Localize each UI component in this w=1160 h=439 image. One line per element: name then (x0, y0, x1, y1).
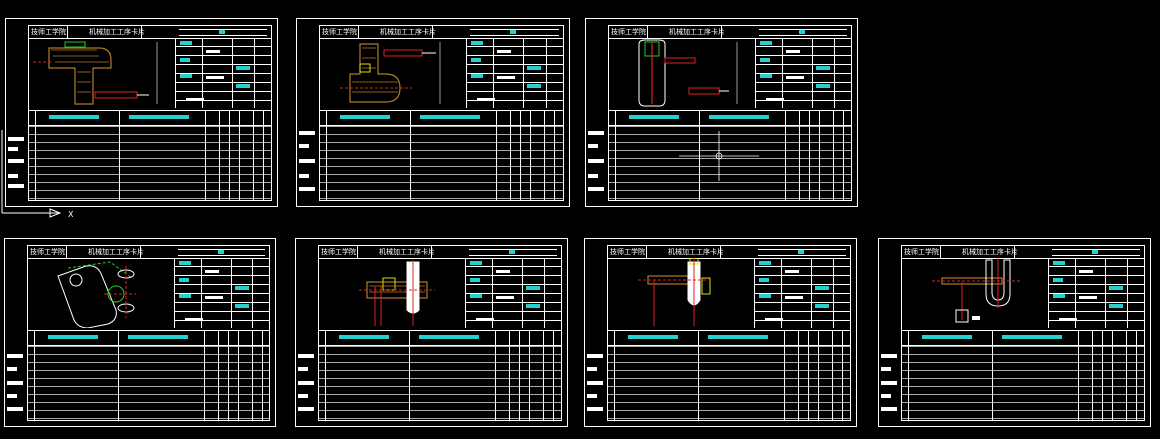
school-name: 技师工学院 (904, 248, 939, 256)
process-table (28, 330, 269, 420)
spec-panel (174, 258, 269, 328)
crosshair-cursor (679, 131, 759, 181)
side-block (299, 174, 309, 178)
school-name: 技师工学院 (610, 248, 645, 256)
school-name: 技师工学院 (321, 248, 356, 256)
process-table (608, 330, 850, 420)
spec-panel (175, 38, 271, 108)
ucs-x-label: X (68, 210, 74, 219)
process-card-4[interactable]: 技师工学院 机械加工工序卡片 (4, 238, 276, 427)
ucs-icon: X (1, 130, 74, 219)
card-title: 机械加工工序卡片 (89, 28, 145, 36)
side-block (8, 147, 18, 151)
card-title-bar: 技师工学院 机械加工工序卡片 (902, 246, 1144, 259)
side-block (881, 381, 897, 385)
spec-panel (465, 258, 561, 328)
school-name: 技师工学院 (30, 248, 65, 256)
side-block (298, 381, 314, 385)
side-block (881, 394, 891, 398)
process-card-6[interactable]: 技师工学院 机械加工工序卡片 (584, 238, 857, 427)
card-title: 机械加工工序卡片 (379, 248, 435, 256)
side-block (588, 159, 604, 163)
spec-panel (466, 38, 563, 108)
side-block (7, 407, 23, 411)
part-sketch (638, 258, 711, 326)
card-title-bar: 技师工学院 机械加工工序卡片 (608, 246, 850, 259)
part-sketch (57, 261, 136, 328)
card-title-bar: 技师工学院 机械加工工序卡片 (320, 26, 563, 39)
side-block (587, 367, 597, 371)
process-table (29, 110, 271, 200)
side-block (881, 367, 891, 371)
process-table (609, 110, 851, 200)
card-title: 机械加工工序卡片 (668, 248, 724, 256)
side-block (588, 144, 598, 148)
side-block (588, 131, 604, 135)
spec-panel (755, 38, 851, 108)
part-sketch (359, 260, 435, 326)
school-name: 技师工学院 (611, 28, 646, 36)
process-card-5[interactable]: 技师工学院 机械加工工序卡片 (295, 238, 568, 427)
process-card-2[interactable]: 技师工学院 机械加工工序卡片 (296, 18, 570, 207)
process-card-7[interactable]: 技师工学院 机械加工工序卡片 (878, 238, 1151, 427)
side-block (299, 144, 309, 148)
card-title-bar: 技师工学院 机械加工工序卡片 (319, 246, 561, 259)
process-table (319, 330, 561, 420)
part-sketch (340, 42, 441, 104)
side-block (881, 407, 897, 411)
process-card-1[interactable]: 技师工学院 机械加工工序卡片 (5, 18, 278, 207)
side-block (587, 407, 603, 411)
side-block (298, 367, 308, 371)
side-block (588, 174, 598, 178)
side-block (7, 381, 23, 385)
card-title-bar: 技师工学院 机械加工工序卡片 (609, 26, 851, 39)
school-name: 技师工学院 (322, 28, 357, 36)
side-block (587, 394, 597, 398)
spec-panel (1048, 258, 1144, 328)
process-table (902, 330, 1144, 420)
card-title: 机械加工工序卡片 (962, 248, 1018, 256)
part-sketch (638, 39, 738, 107)
part-sketch (932, 258, 1022, 323)
side-block (298, 407, 314, 411)
part-sketch (33, 41, 158, 105)
school-name: 技师工学院 (31, 28, 66, 36)
card-title: 机械加工工序卡片 (380, 28, 436, 36)
side-block (587, 381, 603, 385)
side-block (881, 354, 897, 358)
side-block (299, 159, 315, 163)
spec-panel (754, 258, 850, 328)
side-block (298, 354, 314, 358)
side-block (8, 184, 24, 188)
side-block (7, 394, 17, 398)
process-table (320, 110, 563, 200)
side-block (7, 354, 23, 358)
side-block (298, 394, 308, 398)
card-title: 机械加工工序卡片 (669, 28, 725, 36)
side-block (587, 354, 603, 358)
side-block (299, 187, 315, 191)
side-block (7, 367, 17, 371)
side-block (299, 131, 315, 135)
card-title-bar: 技师工学院 机械加工工序卡片 (29, 26, 271, 39)
side-block (8, 174, 18, 178)
card-title: 机械加工工序卡片 (88, 248, 144, 256)
side-block (588, 187, 604, 191)
side-block (8, 137, 24, 141)
process-card-3[interactable]: 技师工学院 机械加工工序卡片 (585, 18, 858, 207)
side-block (8, 159, 24, 163)
card-title-bar: 技师工学院 机械加工工序卡片 (28, 246, 269, 259)
